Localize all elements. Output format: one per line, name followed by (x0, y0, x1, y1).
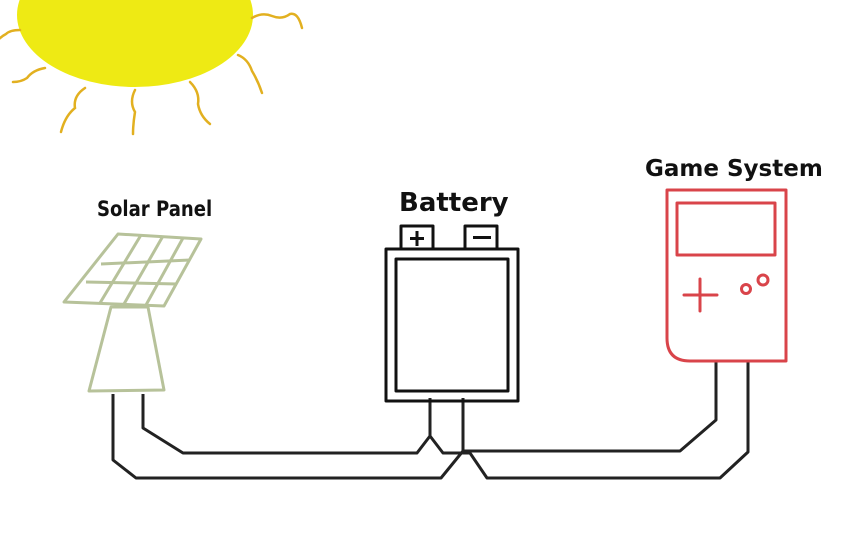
battery-body-outer (384, 247, 520, 403)
dpad-icon (682, 277, 719, 313)
minus-terminal-icon (463, 224, 499, 251)
solar-panel-label: Solar Panel (97, 197, 213, 221)
wire-panel-to-battery-outer (111, 394, 465, 480)
handheld-console-icon (665, 188, 788, 363)
solar-panel-icon (62, 232, 203, 393)
wire-panel-to-battery-inner (141, 394, 432, 455)
wire-battery-to-game-inner (428, 361, 750, 480)
plus-terminal-icon (399, 224, 435, 251)
console-body (665, 188, 788, 363)
battery-icon (384, 224, 520, 403)
wire-battery-to-game-outer (463, 361, 718, 453)
console-button-a (740, 283, 752, 295)
sun-icon (0, 0, 304, 136)
battery-label: Battery (399, 188, 509, 218)
game-system-label: Game System (645, 156, 823, 182)
console-screen (675, 201, 777, 257)
wires (111, 361, 750, 480)
console-button-b (756, 273, 770, 287)
battery-body-inner (394, 257, 510, 393)
